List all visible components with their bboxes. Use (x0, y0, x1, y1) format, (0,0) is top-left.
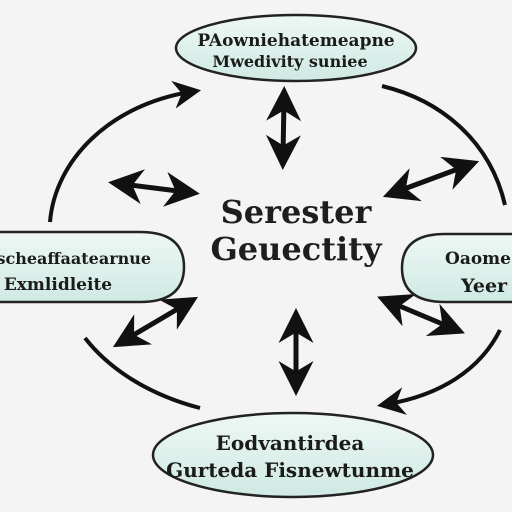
node-bottom-line1: Eodvantirdea (216, 431, 365, 455)
node-left: Sscheaffaatearnue Exmlidleite (0, 230, 186, 304)
outer-arrow-bottom-left (83, 336, 201, 410)
node-top: PAowniehatemeapne Mwedivity suniee (174, 13, 418, 83)
inner-arrow-upper-right (382, 156, 480, 202)
center-title-line1: Serester (221, 193, 373, 231)
outer-arrow-top-right (381, 84, 507, 206)
node-left-bubble (0, 230, 186, 304)
node-right-line1: Oaome (445, 249, 511, 269)
inner-arrow-upper-left (108, 169, 200, 207)
outer-arrow-top-left (48, 80, 202, 223)
node-right: Oaome Yeer (400, 232, 512, 304)
node-right-bubble (400, 232, 512, 304)
node-right-line2: Yeer (460, 275, 508, 297)
node-left-line1: Sscheaffaatearnue (0, 249, 151, 268)
node-bottom-line2: Gurteda Fisnewtunme (166, 458, 414, 482)
node-left-line2: Exmlidleite (4, 275, 112, 295)
center-title-line2: Geuectity (210, 230, 383, 268)
node-bottom-bubble (151, 411, 435, 499)
node-top-line2: Mwedivity suniee (212, 52, 367, 71)
inner-arrow-lower-right (377, 293, 465, 337)
inner-arrow-lower-left (112, 296, 199, 348)
node-top-line1: PAowniehatemeapne (197, 31, 394, 51)
node-top-bubble (174, 13, 418, 83)
outer-arrow-bottom-right (376, 329, 502, 415)
node-bottom: Eodvantirdea Gurteda Fisnewtunme (151, 411, 435, 499)
inner-arrow-top (265, 86, 302, 170)
